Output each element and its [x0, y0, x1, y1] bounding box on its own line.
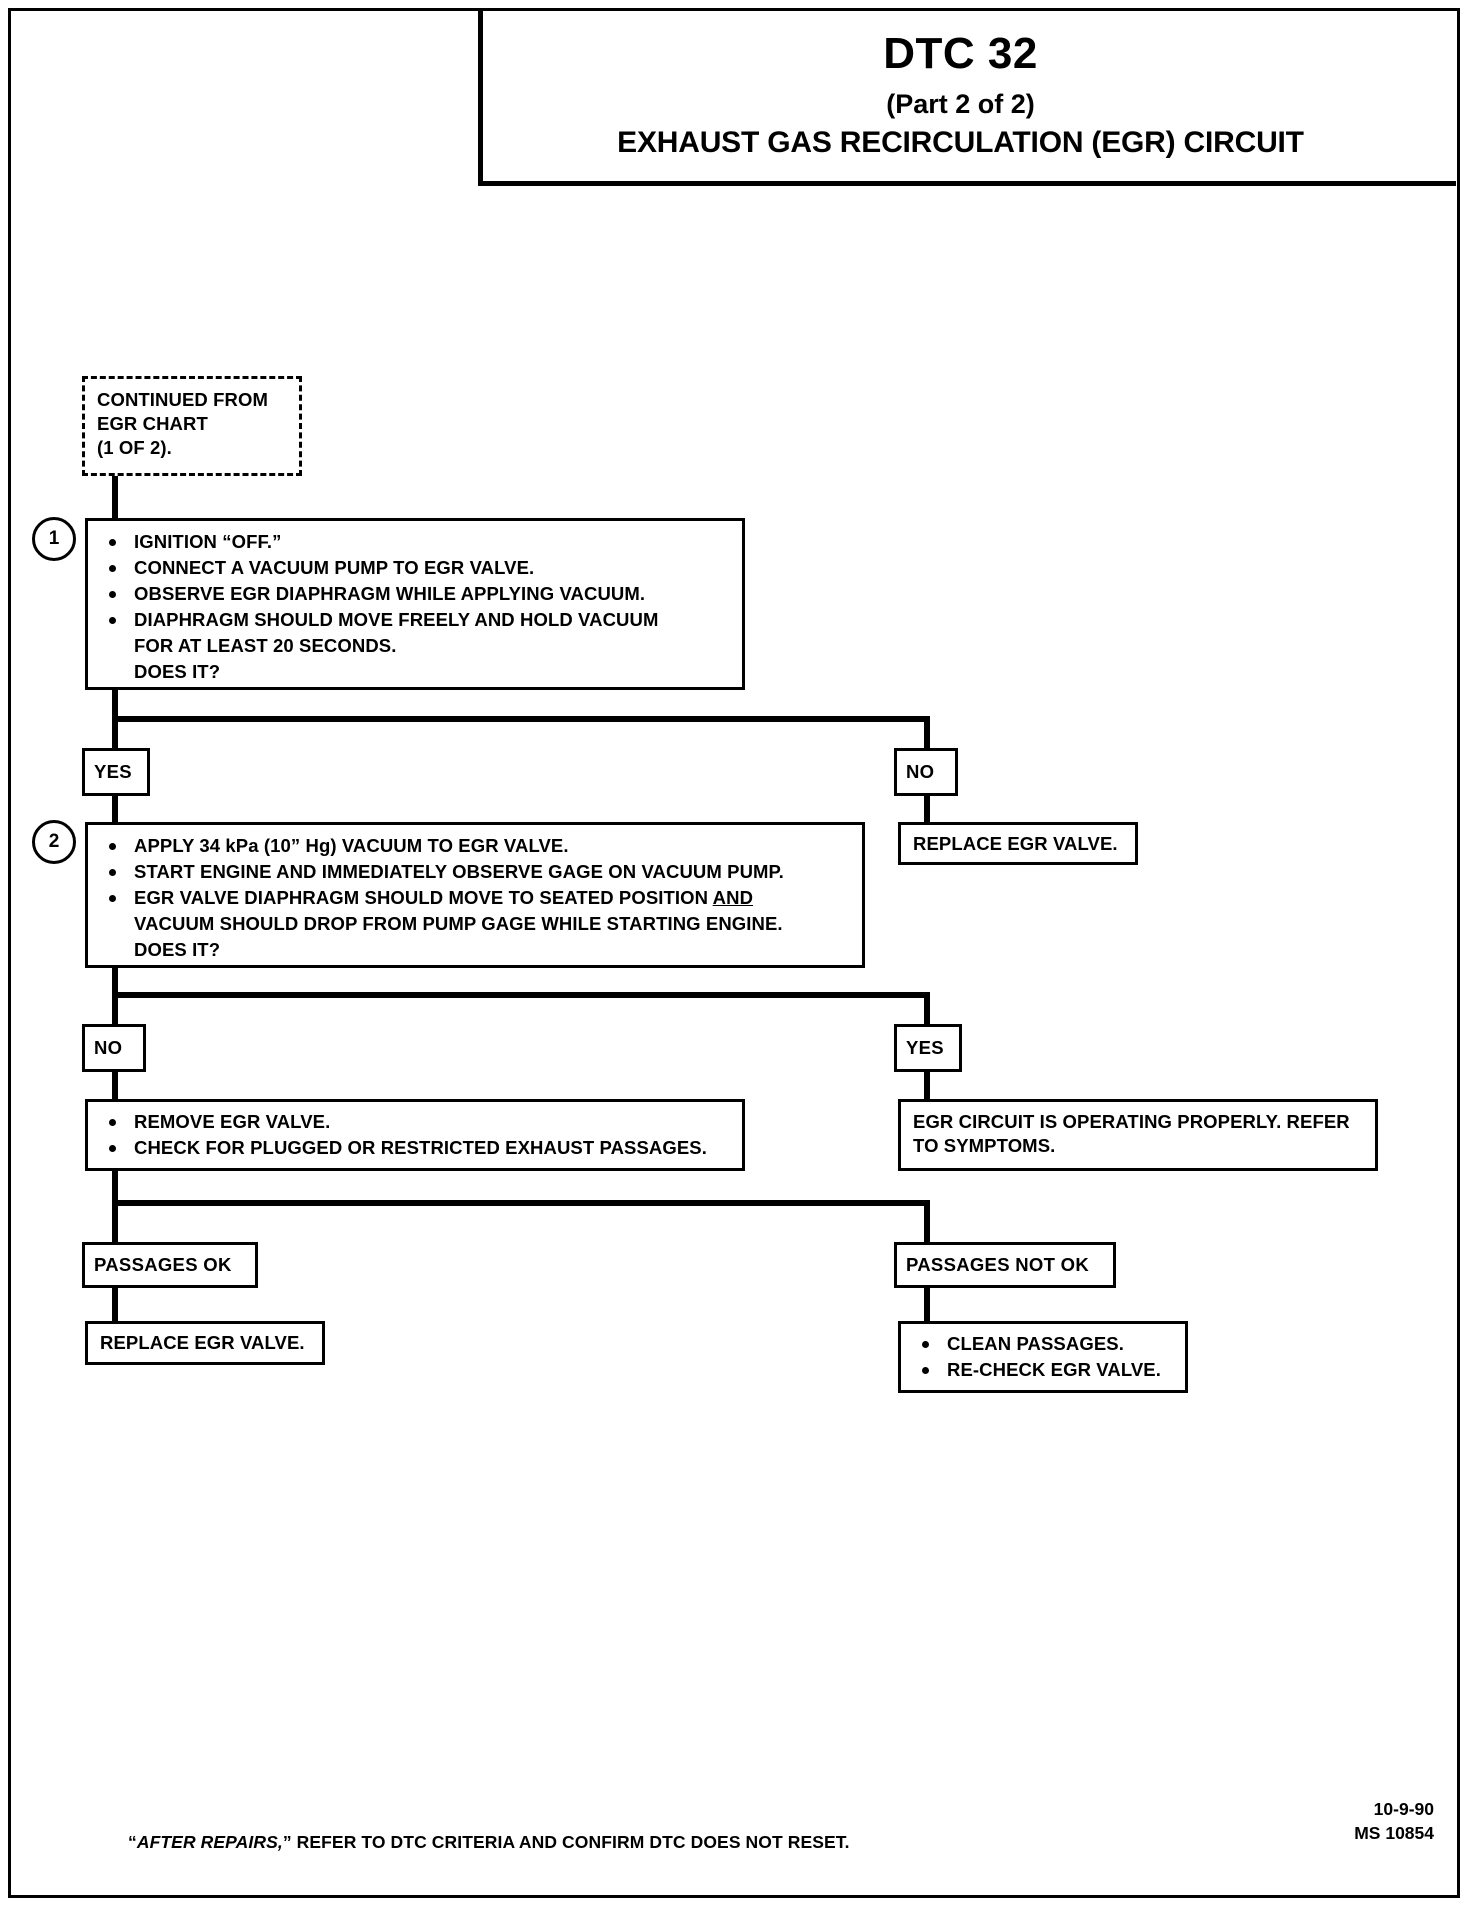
entry-node-continued-from: CONTINUED FROM EGR CHART (1 OF 2). [82, 376, 302, 476]
document-number: MS 10854 [1354, 1822, 1434, 1843]
connector-yes-to-step2 [112, 796, 118, 823]
page-title: DTC 32 [883, 29, 1038, 78]
connector-no-to-replace-valve [924, 796, 930, 823]
list-item: RE-CHECK EGR VALVE. [913, 1358, 1175, 1382]
list-item-text: EGR VALVE DIAPHRAGM SHOULD MOVE TO SEATE… [134, 887, 713, 909]
list-item-question: DOES IT? [134, 661, 221, 683]
outcome-replace-egr-valve-top: REPLACE EGR VALVE. [898, 822, 1138, 865]
footer-quote-open: “ [128, 1832, 137, 1852]
list-item-continuation: FOR AT LEAST 20 SECONDS. [134, 635, 397, 657]
outcome-line-2: TO SYMPTOMS. [913, 1135, 1056, 1157]
outcome-replace-egr-valve-bottom: REPLACE EGR VALVE. [85, 1321, 325, 1365]
branch-passages-ok: PASSAGES OK [82, 1242, 258, 1288]
footer-note: “AFTER REPAIRS,” REFER TO DTC CRITERIA A… [128, 1832, 850, 1853]
part-label: (Part 2 of 2) [886, 89, 1035, 120]
connector-step1-bus [112, 716, 930, 722]
remove-check-bullet-list: REMOVE EGR VALVE. CHECK FOR PLUGGED OR R… [100, 1110, 732, 1160]
connector-passagesok-to-replace [112, 1288, 118, 1324]
page-border [8, 8, 1460, 1898]
connector-yes-to-egr-ok [924, 1072, 930, 1100]
connector-step1-yes-drop [112, 716, 118, 748]
clean-passages-bullet-list: CLEAN PASSAGES. RE-CHECK EGR VALVE. [913, 1332, 1175, 1382]
step-1-box: IGNITION “OFF.” CONNECT A VACUUM PUMP TO… [85, 518, 745, 690]
chart-subject: EXHAUST GAS RECIRCULATION (EGR) CIRCUIT [617, 125, 1304, 159]
outcome-text: REPLACE EGR VALVE. [913, 833, 1118, 854]
list-item: REMOVE EGR VALVE. [100, 1110, 732, 1134]
outcome-line-1: EGR CIRCUIT IS OPERATING PROPERLY. REFER [913, 1111, 1350, 1132]
connector-passages-ok-drop [112, 1200, 118, 1242]
branch-passages-not-ok: PASSAGES NOT OK [894, 1242, 1116, 1288]
list-item: OBSERVE EGR DIAPHRAGM WHILE APPLYING VAC… [100, 582, 732, 606]
connector-removecheck-stem [112, 1171, 118, 1206]
connector-passagesnotok-to-clean [924, 1288, 930, 1324]
branch-step1-no: NO [894, 748, 958, 796]
connector-passages-not-ok-drop [924, 1200, 930, 1242]
step-1-bullet-list: IGNITION “OFF.” CONNECT A VACUUM PUMP TO… [100, 530, 732, 684]
revision-date: 10-9-90 [1373, 1799, 1434, 1819]
footer-note-italic: AFTER REPAIRS, [136, 1832, 283, 1852]
branch-step2-no: NO [82, 1024, 146, 1072]
footer-note-rest: ” REFER TO DTC CRITERIA AND CONFIRM DTC … [282, 1832, 850, 1852]
list-item-continuation: VACUUM SHOULD DROP FROM PUMP GAGE WHILE … [134, 913, 783, 935]
entry-line-2: EGR CHART [97, 413, 208, 435]
entry-line-1: CONTINUED FROM [97, 389, 268, 410]
list-item: START ENGINE AND IMMEDIATELY OBSERVE GAG… [100, 860, 852, 884]
connector-step2-bus [112, 992, 930, 998]
list-item: CONNECT A VACUUM PUMP TO EGR VALVE. [100, 556, 732, 580]
branch-step2-yes: YES [894, 1024, 962, 1072]
title-block: DTC 32 (Part 2 of 2) EXHAUST GAS RECIRCU… [478, 11, 1456, 186]
list-item: APPLY 34 kPa (10” Hg) VACUUM TO EGR VALV… [100, 834, 852, 858]
outcome-text: REPLACE EGR VALVE. [100, 1332, 305, 1353]
outcome-clean-passages-box: CLEAN PASSAGES. RE-CHECK EGR VALVE. [898, 1321, 1188, 1393]
list-item: CHECK FOR PLUGGED OR RESTRICTED EXHAUST … [100, 1136, 732, 1160]
connector-step1-no-drop [924, 716, 930, 748]
document-stamp: 10-9-90 MS 10854 [1354, 1798, 1434, 1845]
emphasis-and: AND [712, 887, 754, 909]
connector-step2-stem [112, 968, 118, 998]
step-number-1: 1 [32, 517, 76, 561]
list-item: IGNITION “OFF.” [100, 530, 732, 554]
list-item: EGR VALVE DIAPHRAGM SHOULD MOVE TO SEATE… [100, 886, 852, 910]
connector-passages-bus [112, 1200, 930, 1206]
connector-step2-no-drop [112, 992, 118, 1024]
connector-step2-yes-drop [924, 992, 930, 1024]
step-number-2: 2 [32, 820, 76, 864]
entry-line-3: (1 OF 2). [97, 437, 172, 459]
step-2-box: APPLY 34 kPa (10” Hg) VACUUM TO EGR VALV… [85, 822, 865, 968]
connector-no-to-remove-valve [112, 1072, 118, 1100]
list-item-question: DOES IT? [134, 939, 221, 961]
connector-entry-to-step1 [112, 476, 118, 519]
outcome-remove-and-check-box: REMOVE EGR VALVE. CHECK FOR PLUGGED OR R… [85, 1099, 745, 1171]
outcome-egr-circuit-operating-properly: EGR CIRCUIT IS OPERATING PROPERLY. REFER… [898, 1099, 1378, 1171]
list-item: DIAPHRAGM SHOULD MOVE FREELY AND HOLD VA… [100, 608, 732, 632]
branch-step1-yes: YES [82, 748, 150, 796]
list-item: CLEAN PASSAGES. [913, 1332, 1175, 1356]
step-2-bullet-list: APPLY 34 kPa (10” Hg) VACUUM TO EGR VALV… [100, 834, 852, 962]
connector-step1-stem [112, 690, 118, 722]
